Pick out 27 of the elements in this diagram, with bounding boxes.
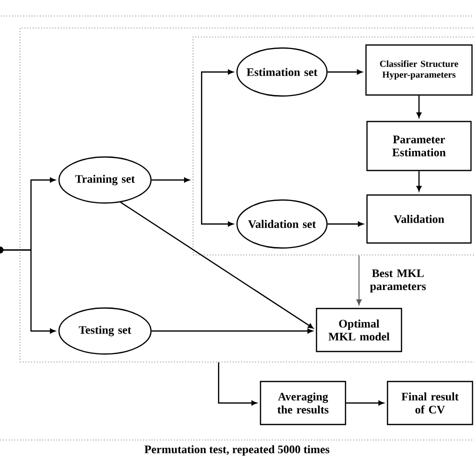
arrow — [356, 254, 362, 306]
arrow — [328, 70, 362, 74]
arrow — [152, 178, 190, 182]
process-box: Final result of CV — [386, 380, 474, 426]
ellipse-node: Testing set — [58, 307, 152, 355]
arrow — [416, 171, 422, 192]
arrow — [416, 96, 422, 118]
ellipse-node: Training set — [58, 156, 152, 204]
arrow — [201, 70, 234, 180]
arrow — [201, 180, 234, 226]
process-box: Classifier Structure Hyper-parameters — [365, 44, 473, 96]
edge-label: Best MKL parameters — [362, 268, 434, 294]
dotted-frame — [20, 28, 474, 362]
arrow — [120, 202, 314, 329]
arrow — [152, 328, 313, 334]
dotted-frame — [192, 36, 474, 256]
process-box: Validation — [366, 194, 472, 244]
arrow — [346, 400, 384, 406]
arrow — [0, 249, 56, 334]
process-box: Optimal MKL model — [316, 308, 402, 352]
frame-label: Permutation test, repeated 5000 times — [144, 445, 330, 456]
process-box: Parameter Estimation — [366, 120, 472, 172]
ellipse-node: Validation set — [236, 199, 328, 249]
process-box: Averaging the results — [260, 380, 346, 426]
arrow — [328, 222, 364, 226]
ellipse-node: Estimation set — [236, 47, 328, 97]
arrow — [218, 362, 257, 406]
